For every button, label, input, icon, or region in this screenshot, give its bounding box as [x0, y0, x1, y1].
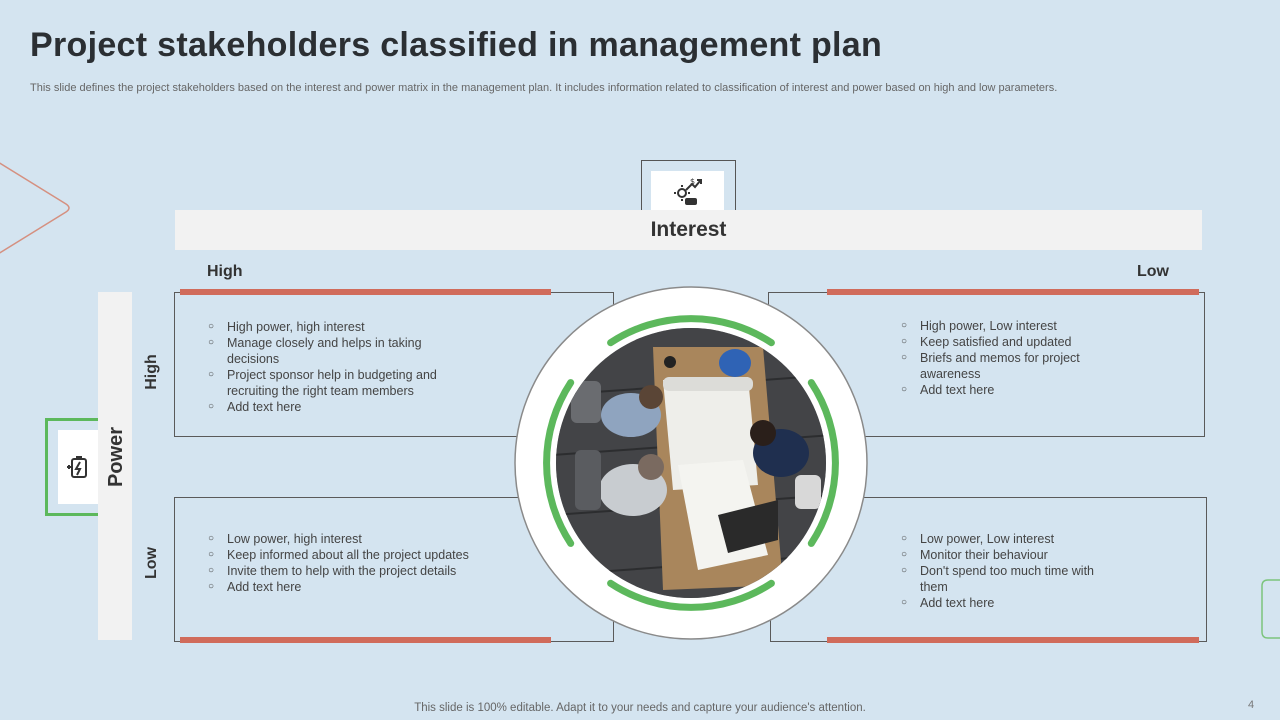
- page-subtitle: This slide defines the project stakehold…: [30, 82, 1058, 94]
- list-item: High power, Low interest: [901, 318, 1101, 334]
- quadrant-bottom-right-list: Low power, Low interest Monitor their be…: [901, 531, 1101, 611]
- growth-gear-icon: $: [673, 177, 702, 205]
- power-high-label: High: [143, 354, 160, 390]
- quadrant-top-left-list: High power, high interest Manage closely…: [208, 319, 470, 415]
- quadrant-top-right-accent: [827, 289, 1199, 295]
- page-number: 4: [1248, 699, 1255, 711]
- power-label: Power: [105, 426, 127, 488]
- interest-label: Interest: [650, 218, 727, 241]
- svg-text:$: $: [690, 177, 695, 186]
- list-item: Add text here: [901, 382, 1101, 398]
- power-low-label: Low: [143, 547, 160, 579]
- interest-low-label: Low: [1137, 263, 1169, 280]
- list-item: Low power, high interest: [208, 531, 508, 547]
- list-item: Low power, Low interest: [901, 531, 1101, 547]
- footer-note: This slide is 100% editable. Adapt it to…: [414, 702, 866, 714]
- power-header-bar: [98, 292, 132, 640]
- power-icon-box: [58, 430, 98, 504]
- quadrant-bottom-left-accent: [180, 637, 551, 643]
- list-item: Monitor their behaviour: [901, 547, 1101, 563]
- interest-icon-box: $: [651, 171, 724, 210]
- interest-header-bar: Interest: [175, 210, 1202, 250]
- center-photo-circle: [514, 286, 868, 640]
- list-item: High power, high interest: [208, 319, 470, 335]
- list-item: Keep informed about all the project upda…: [208, 547, 508, 563]
- list-item: Briefs and memos for project awareness: [901, 350, 1101, 382]
- quadrant-bottom-left-list: Low power, high interest Keep informed a…: [208, 531, 508, 595]
- power-battery-icon: [67, 456, 87, 478]
- power-icon-frame: [45, 418, 98, 516]
- list-item: Add text here: [208, 399, 470, 415]
- list-item: Manage closely and helps in taking decis…: [208, 335, 470, 367]
- interest-high-label: High: [207, 263, 243, 280]
- list-item: Add text here: [208, 579, 508, 595]
- decorative-triangle: [0, 162, 70, 254]
- page-title: Project stakeholders classified in manag…: [30, 26, 883, 64]
- team-meeting-photo: [556, 328, 826, 598]
- list-item: Invite them to help with the project det…: [208, 563, 508, 579]
- decorative-shape: [1261, 579, 1280, 639]
- list-item: Project sponsor help in budgeting and re…: [208, 367, 470, 399]
- interest-icon-frame: [641, 160, 736, 210]
- list-item: Add text here: [901, 595, 1101, 611]
- quadrant-top-right-list: High power, Low interest Keep satisfied …: [901, 318, 1101, 398]
- list-item: Don't spend too much time with them: [901, 563, 1101, 595]
- list-item: Keep satisfied and updated: [901, 334, 1101, 350]
- quadrant-top-left-accent: [180, 289, 551, 295]
- quadrant-bottom-right-accent: [827, 637, 1199, 643]
